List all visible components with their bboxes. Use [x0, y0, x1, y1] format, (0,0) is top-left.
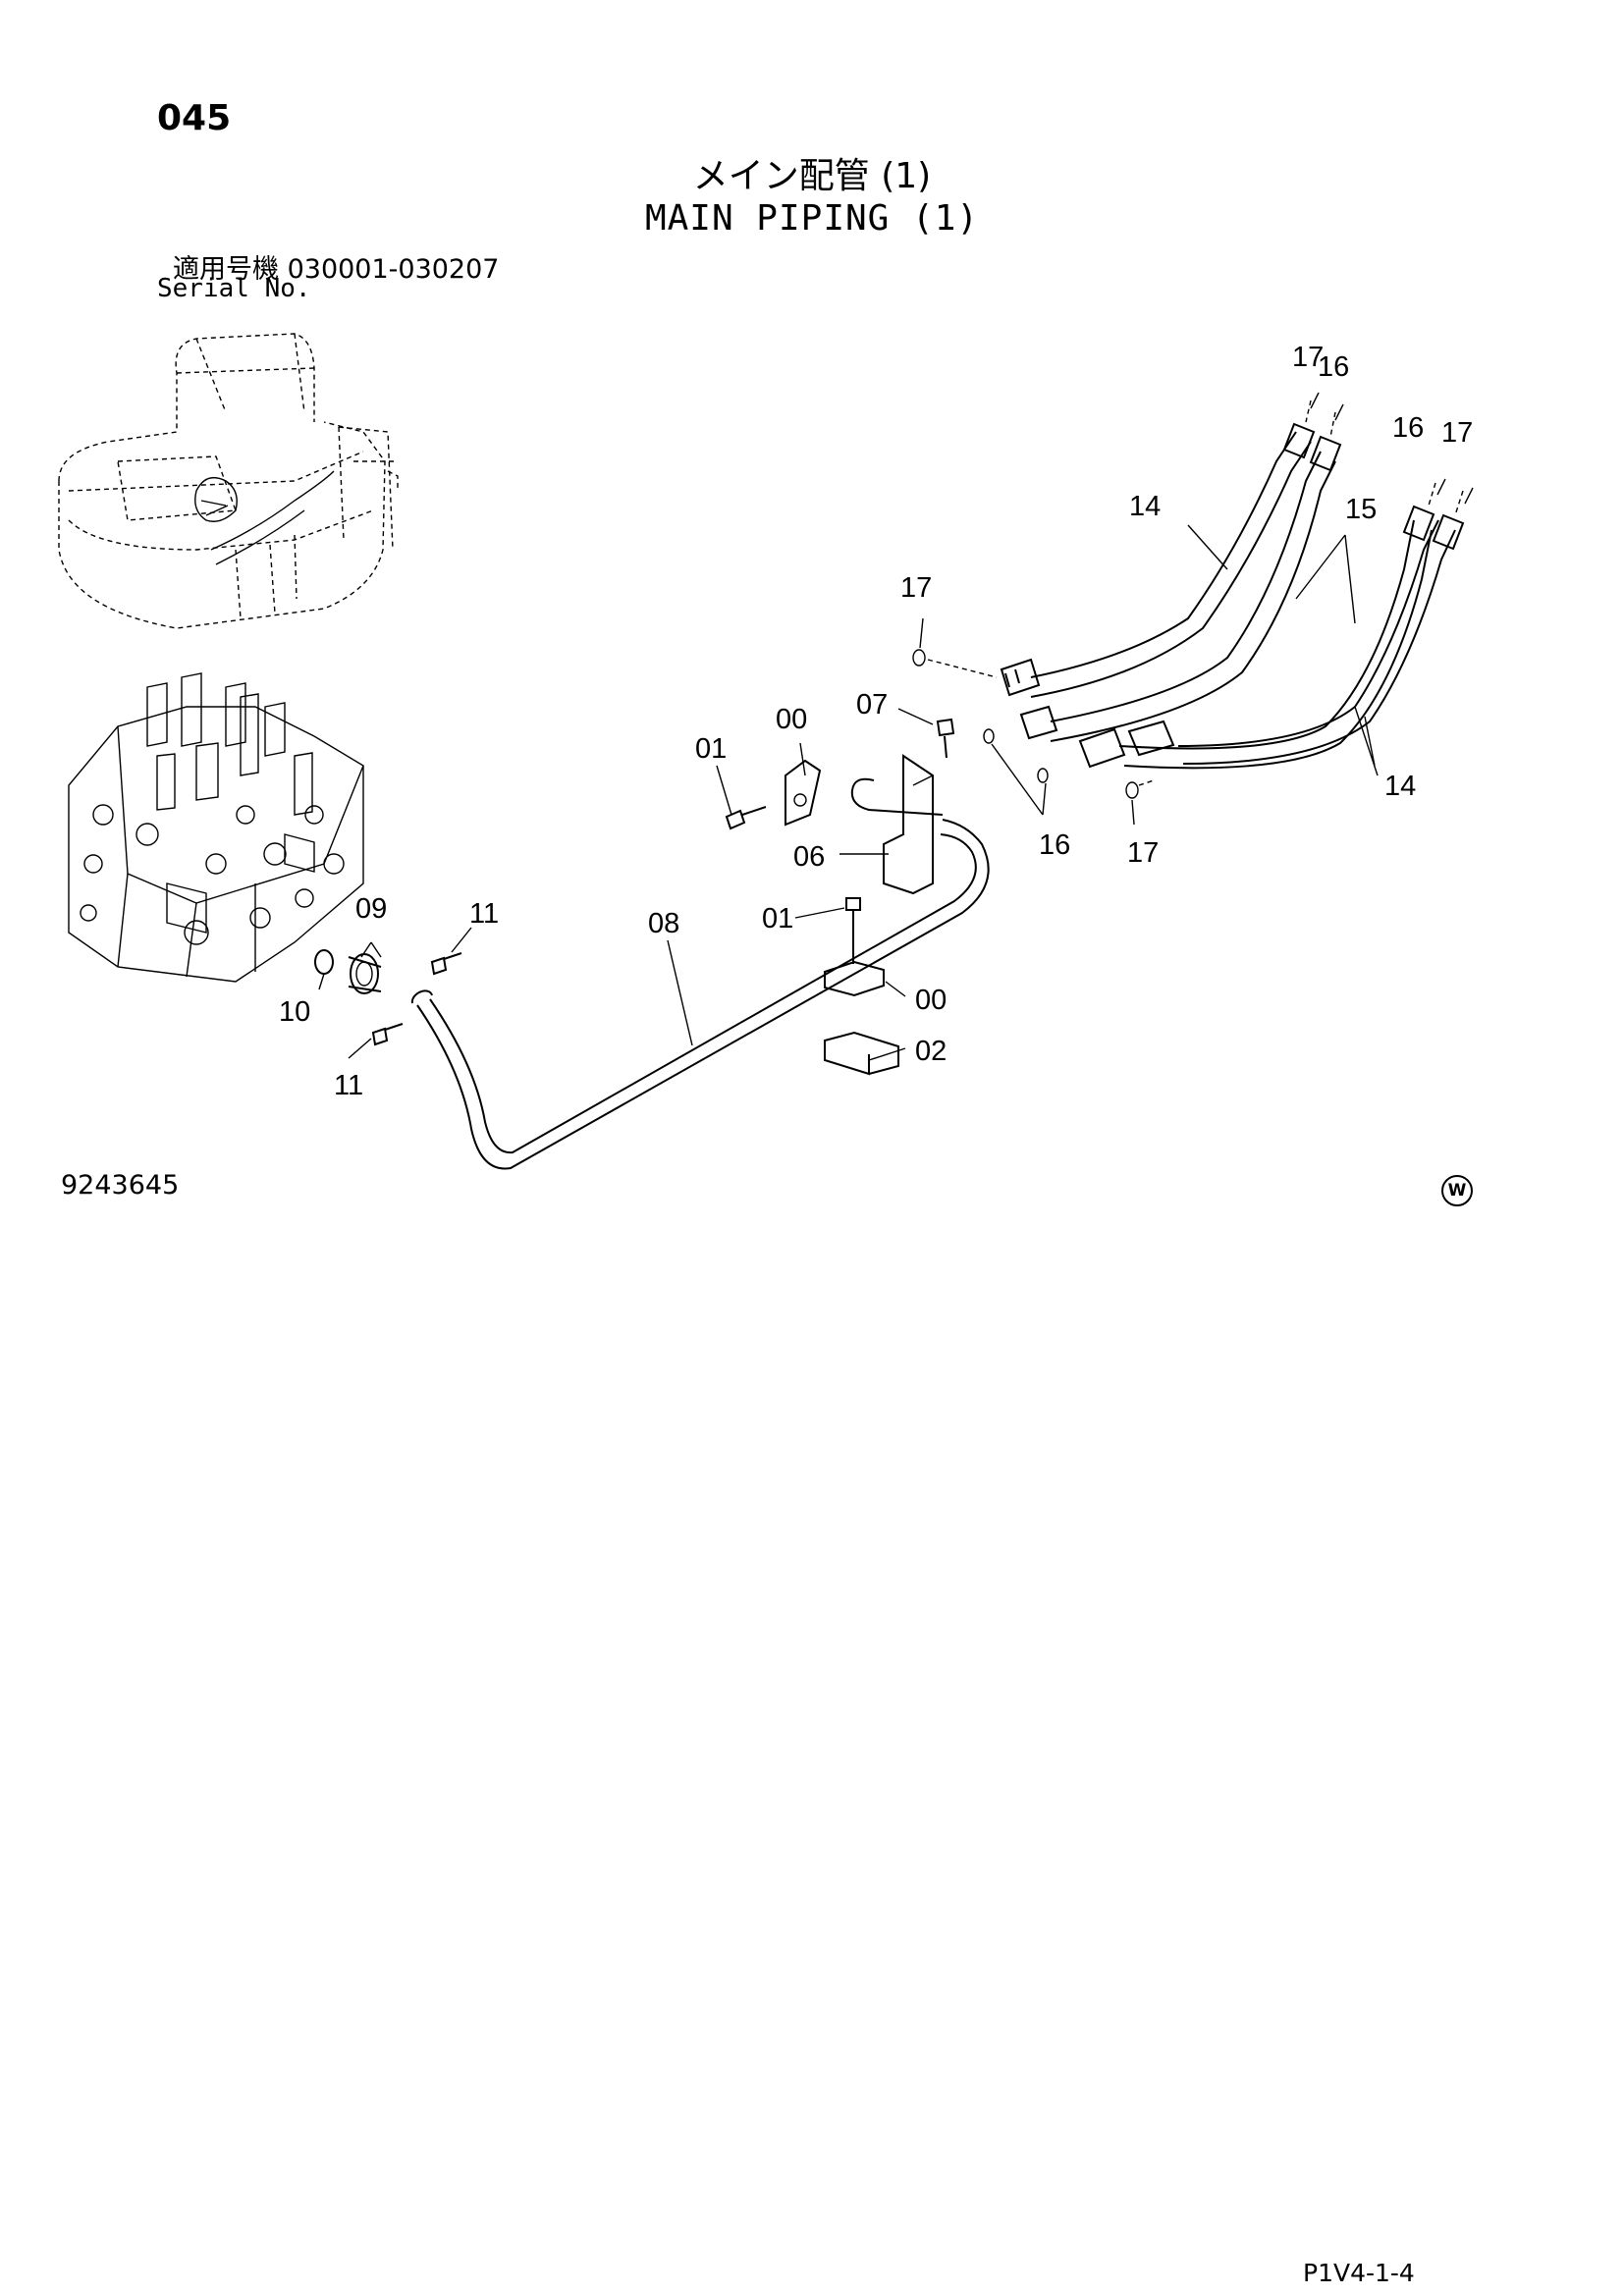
excavator-overview-icon	[58, 333, 399, 629]
callout-01: 01	[762, 903, 793, 934]
serial-no-label: Serial No.	[157, 274, 311, 303]
callout-17: 17	[1292, 342, 1324, 373]
w-mark-icon: W	[1441, 1175, 1473, 1206]
callout-02: 02	[915, 1036, 947, 1067]
callout-14: 14	[1384, 771, 1416, 802]
parts-diagram: 17 16 16 17 14 15 17 07 00 01 06 16 17 1…	[58, 333, 1474, 1170]
callout-00: 00	[776, 704, 807, 735]
callout-06: 06	[793, 841, 825, 873]
callout-14: 14	[1129, 491, 1161, 522]
callout-15: 15	[1345, 494, 1377, 525]
spacer-block	[824, 1031, 899, 1076]
callout-16: 16	[1039, 829, 1070, 861]
serial-range-label: 適用号機 030001-030207	[173, 254, 500, 285]
page-code: P1V4-1-4	[1303, 2259, 1415, 2287]
clamp-upper	[785, 759, 822, 827]
control-valve-icon	[68, 672, 364, 983]
callout-17: 17	[900, 572, 932, 604]
hoses	[1000, 422, 1465, 770]
callout-01: 01	[695, 733, 727, 765]
callout-16: 16	[1392, 412, 1424, 444]
drawing-number: 9243645	[61, 1170, 180, 1201]
flange	[350, 953, 379, 994]
callout-08: 08	[648, 908, 679, 939]
callout-11: 11	[469, 898, 499, 930]
callout-09: 09	[355, 893, 387, 925]
main-pipe	[416, 819, 990, 1170]
callout-17: 17	[1127, 837, 1159, 869]
clamp-lower	[824, 960, 885, 997]
callout-00: 00	[915, 985, 947, 1016]
o-ring	[314, 949, 334, 975]
callout-17: 17	[1441, 417, 1473, 449]
title-japanese: メイン配管 (1)	[692, 156, 932, 196]
bracket	[883, 754, 934, 895]
callout-11: 11	[334, 1070, 363, 1101]
callout-10: 10	[279, 996, 310, 1028]
callout-07: 07	[856, 689, 888, 721]
callout-16: 16	[1318, 351, 1349, 383]
title-english: MAIN PIPING (1)	[644, 198, 980, 239]
page-number: 045	[157, 98, 232, 138]
